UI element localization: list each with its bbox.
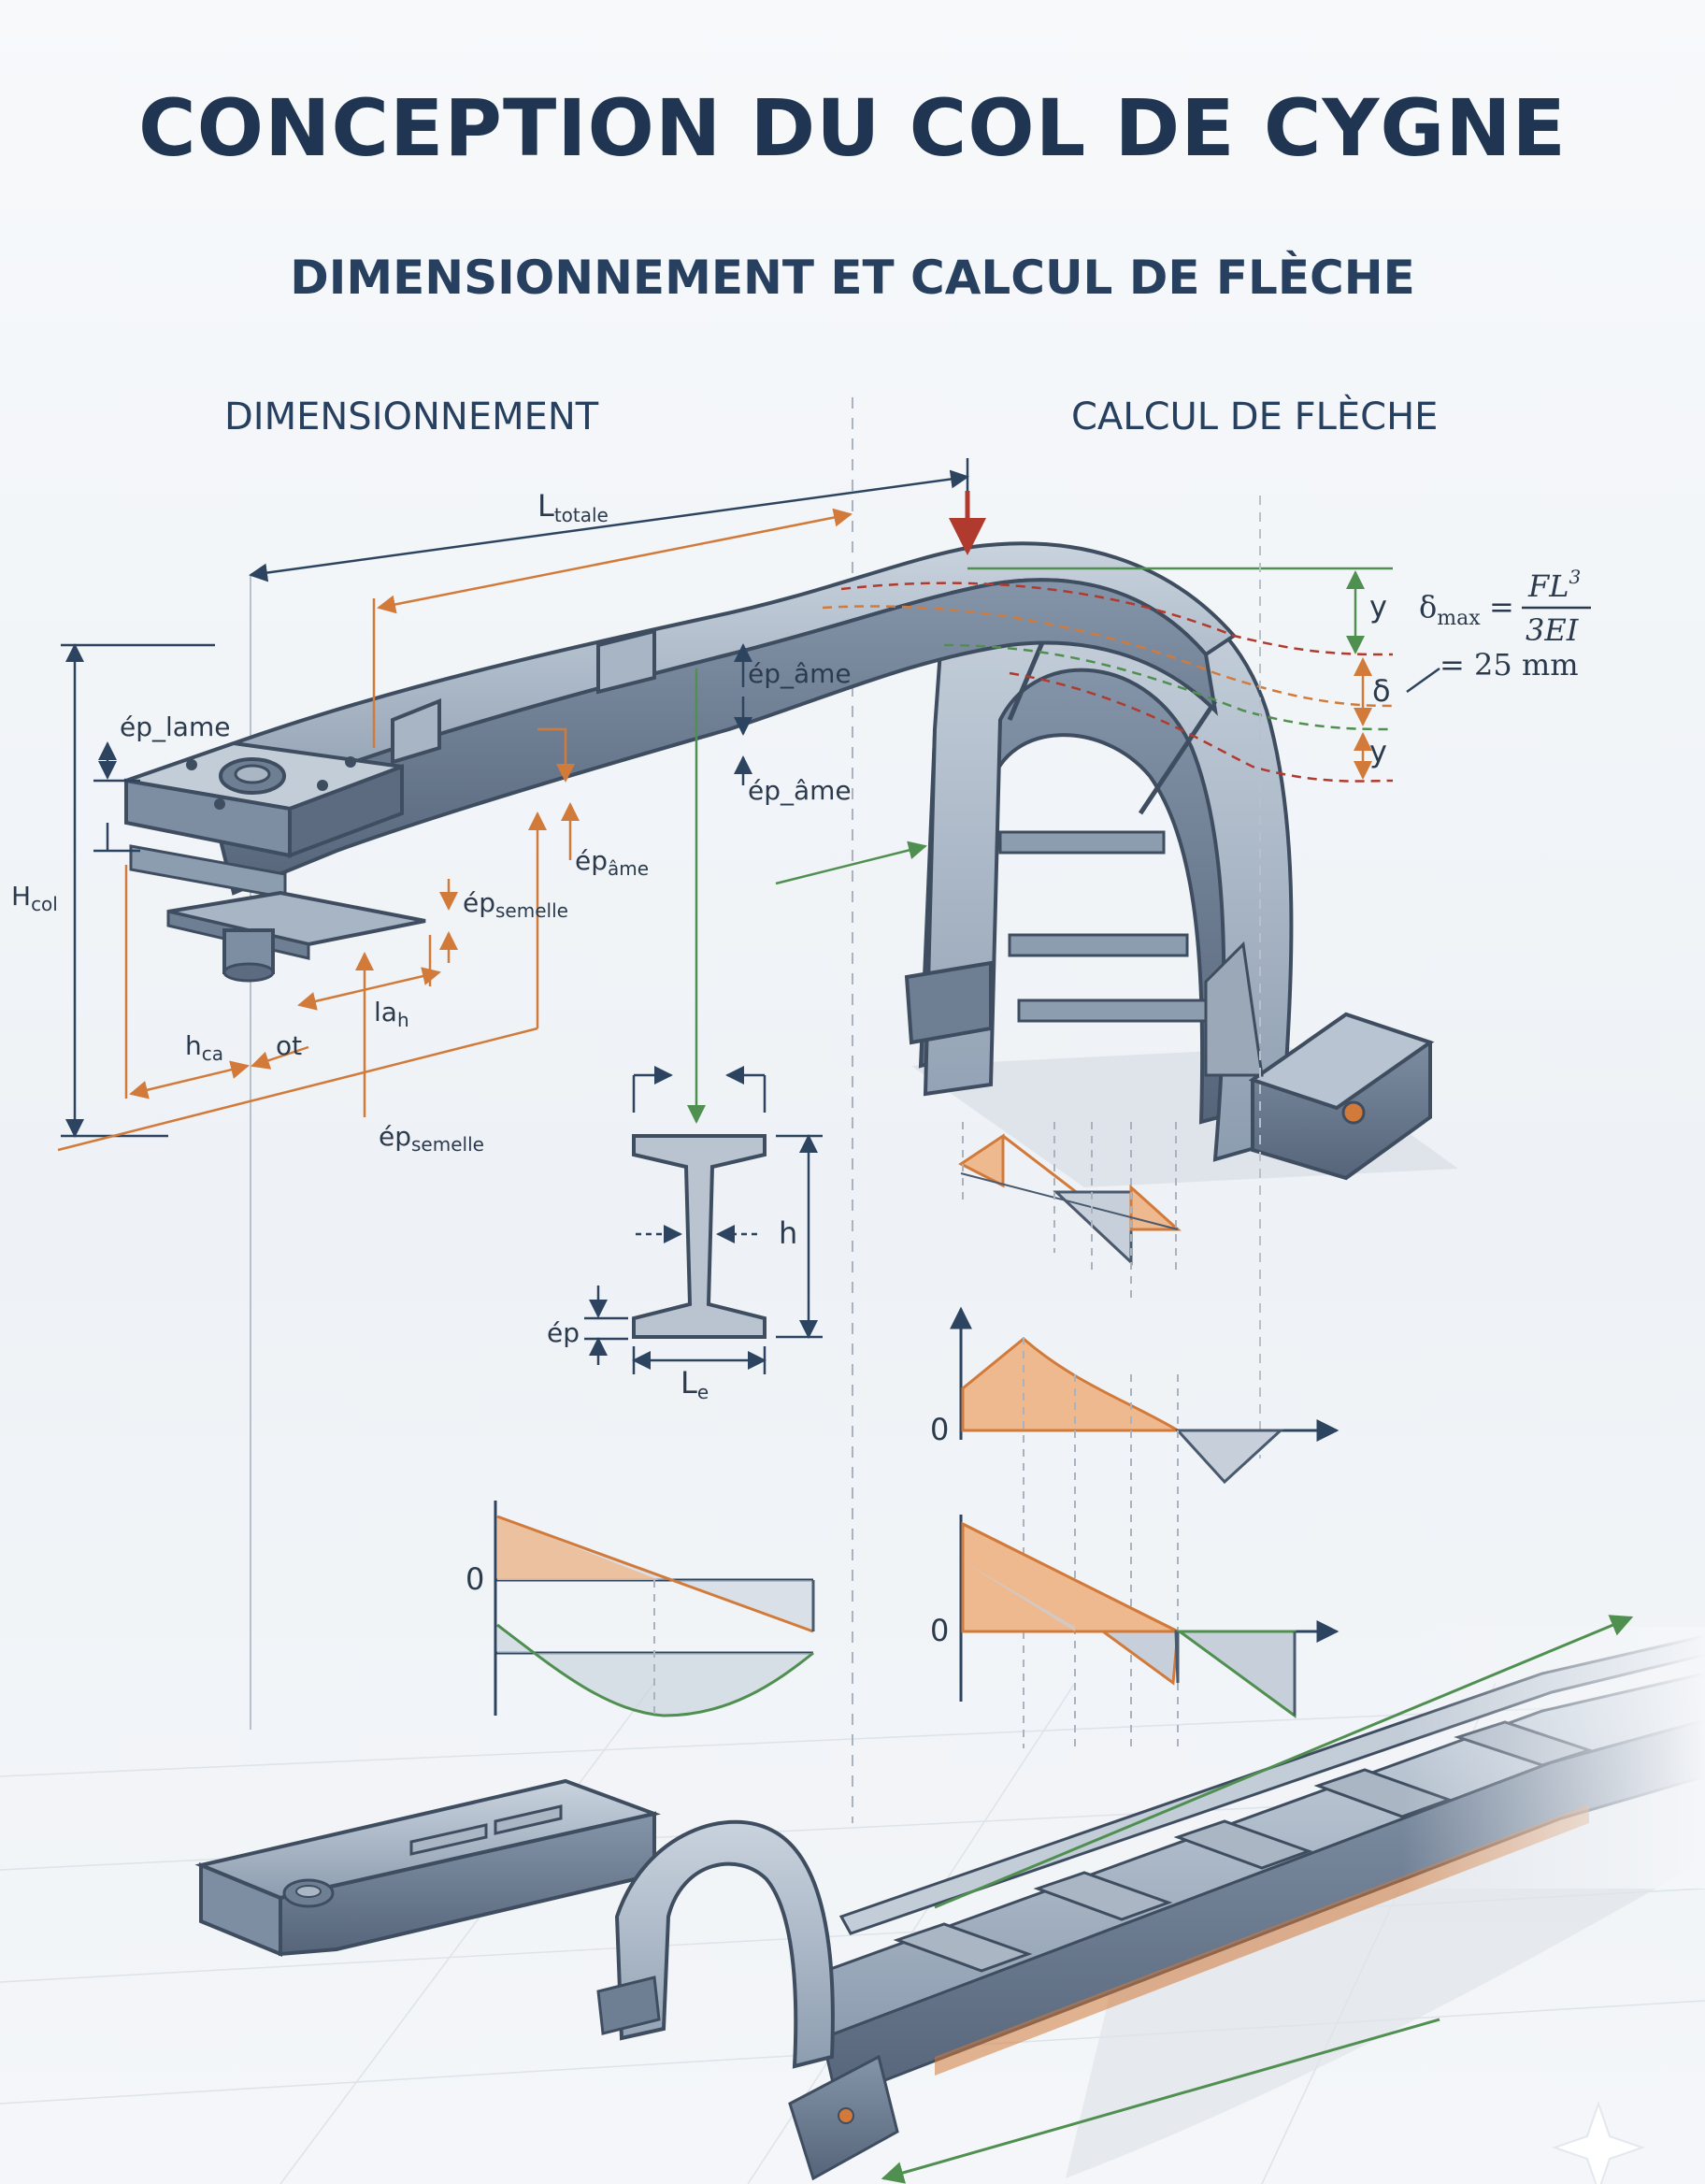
arch-rungs bbox=[998, 830, 1208, 1023]
label-ot: ot bbox=[276, 1030, 302, 1061]
sparkle-icon bbox=[1551, 2100, 1646, 2184]
label-ep-ame-top: ép_âme bbox=[748, 658, 852, 689]
label-l-e: Le bbox=[681, 1365, 709, 1403]
label-la-h: lah bbox=[374, 997, 409, 1031]
shear-diagram-right bbox=[959, 1515, 1340, 1718]
rear-pin bbox=[1341, 1100, 1366, 1125]
page-subtitle: DIMENSIONNEMENT ET CALCUL DE FLÈCHE bbox=[290, 251, 1415, 305]
label-zero-right-bottom: 0 bbox=[930, 1613, 949, 1648]
label-zero-left: 0 bbox=[466, 1561, 484, 1597]
formula-denominator: 3EI bbox=[1526, 612, 1580, 648]
label-ep-semelle-b: épsemelle bbox=[379, 1121, 484, 1156]
label-h-col: Hcol bbox=[11, 881, 58, 915]
trailer-bottom bbox=[194, 1615, 1705, 2184]
label-y-top: y bbox=[1369, 589, 1387, 625]
dimension-lines bbox=[57, 458, 986, 1152]
formula-lhs: δmax bbox=[1419, 589, 1481, 630]
label-ep: ép bbox=[547, 1317, 580, 1348]
diagram-labels: Ltotale ép_lame Hcol ép_âme ép_âme épâme… bbox=[11, 488, 1391, 1648]
deflection-curves bbox=[822, 496, 1440, 1458]
formula-equals: = bbox=[1489, 589, 1514, 625]
beam-web bbox=[212, 578, 1218, 896]
deflection-formula: δmax = FL3 3EI = 25 mm bbox=[1419, 566, 1591, 682]
section-title-dimensionnement: DIMENSIONNEMENT bbox=[224, 395, 599, 438]
left-diagrams bbox=[494, 1501, 815, 1717]
base-plate bbox=[167, 890, 426, 947]
label-ep-lame: ép_lame bbox=[120, 711, 230, 742]
page-title: CONCEPTION DU COL DE CYGNE bbox=[138, 82, 1567, 174]
moment-diagram-right bbox=[950, 1306, 1340, 1748]
label-delta: δ bbox=[1372, 673, 1391, 709]
section-title-calcul-fleche: CALCUL DE FLÈCHE bbox=[1071, 395, 1439, 438]
shear-diagram-small bbox=[958, 1122, 1182, 1300]
label-ep-ame-mid: ép_âme bbox=[748, 775, 852, 806]
i-beam-section bbox=[584, 1066, 823, 1374]
label-y-bottom: y bbox=[1369, 734, 1387, 769]
label-h-ca: hca bbox=[185, 1030, 223, 1065]
label-ep-semelle-a: épsemelle bbox=[463, 887, 568, 922]
formula-numerator: FL3 bbox=[1527, 566, 1581, 604]
gooseneck-main bbox=[121, 541, 1458, 1187]
formula-result: = 25 mm bbox=[1440, 647, 1579, 682]
label-l-totale: Ltotale bbox=[537, 488, 609, 526]
label-ep-ame-side: épâme bbox=[575, 845, 649, 880]
label-h: h bbox=[779, 1215, 797, 1251]
label-zero-right-top: 0 bbox=[930, 1412, 949, 1447]
